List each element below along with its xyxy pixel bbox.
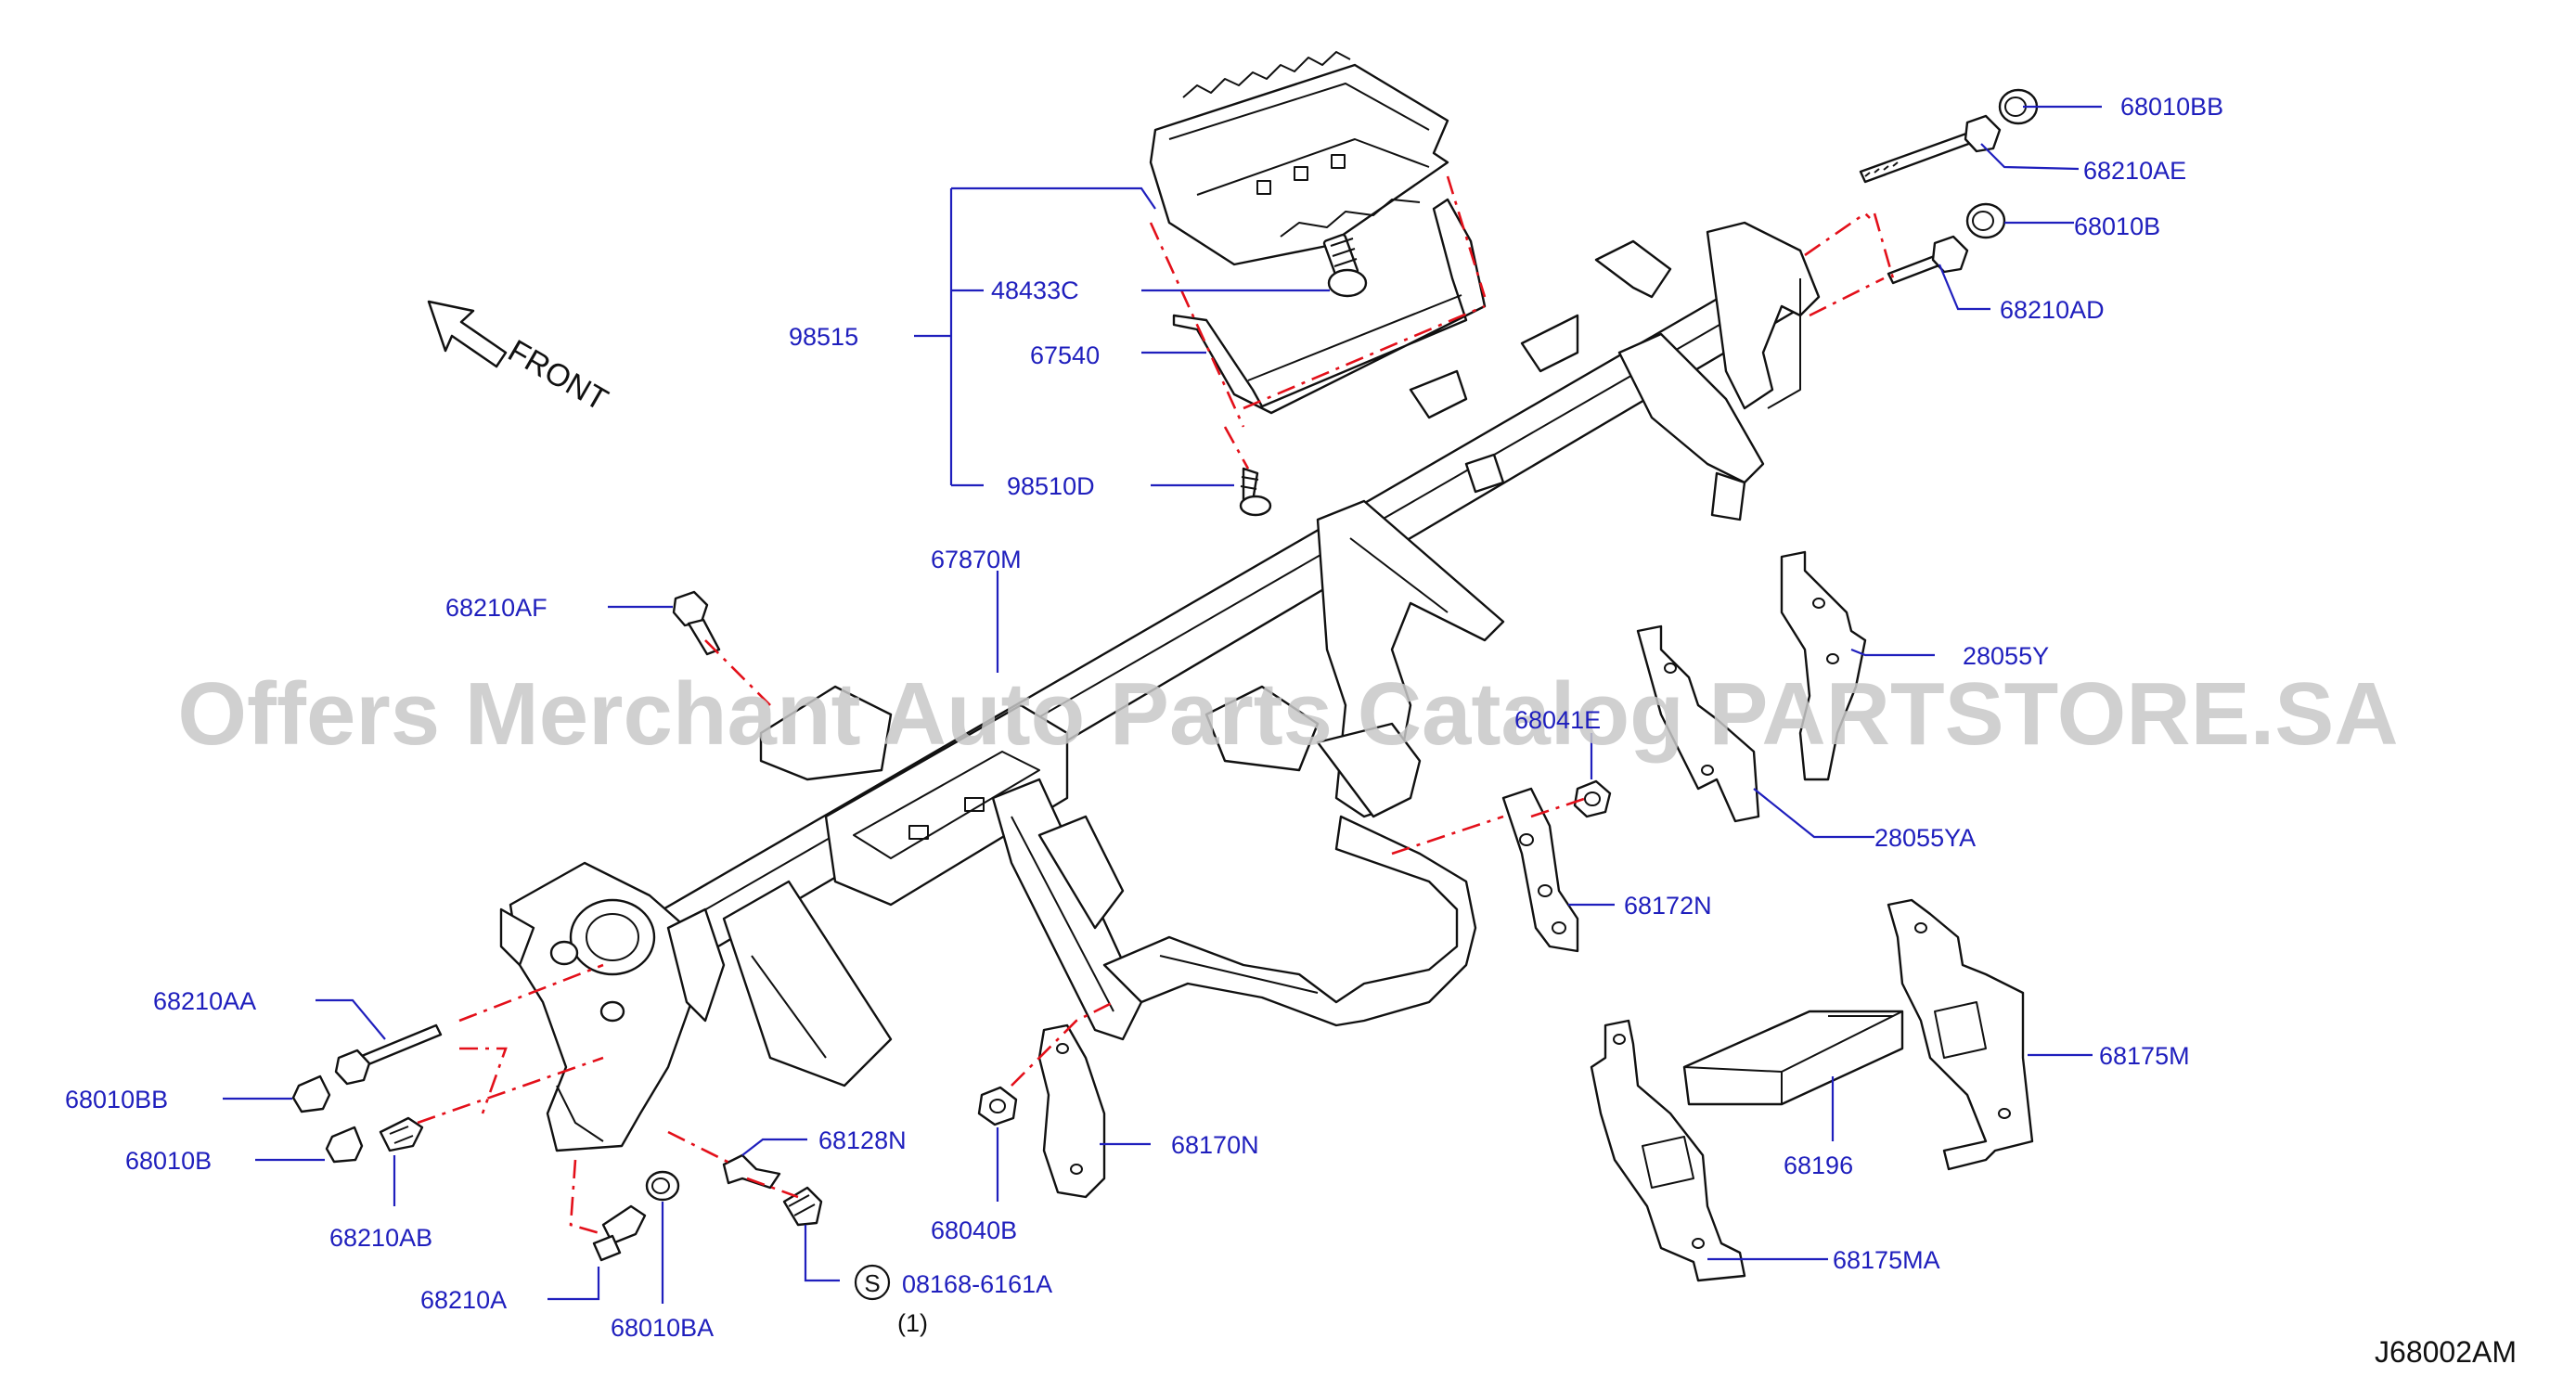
bolt-68210a: [592, 1204, 647, 1262]
bolt-68210ad: [1887, 235, 1969, 285]
airbag-module: [1149, 51, 1449, 266]
s-symbol-text: S: [864, 1269, 880, 1297]
label-68210a[interactable]: 68210A: [420, 1286, 507, 1314]
label-68196[interactable]: 68196: [1784, 1152, 1853, 1179]
washer-68010bb-top: [1998, 88, 2039, 125]
label-28055ya[interactable]: 28055YA: [1874, 824, 1976, 852]
bracket-68175ma: [1590, 1019, 1746, 1282]
front-arrow: FRONT: [427, 300, 613, 418]
label-68210aa[interactable]: 68210AA: [153, 987, 256, 1015]
washer-68010ba: [645, 1170, 680, 1202]
label-08168-qty: (1): [897, 1309, 928, 1337]
dashed-connectors: [417, 175, 1895, 1236]
label-68010bb-top[interactable]: 68010BB: [2120, 93, 2223, 121]
label-68010ba[interactable]: 68010BA: [611, 1314, 714, 1342]
label-68170n[interactable]: 68170N: [1171, 1131, 1259, 1159]
screw-98510d: [1239, 467, 1272, 517]
label-68175ma[interactable]: 68175MA: [1833, 1246, 1940, 1274]
line-art: [291, 51, 2039, 1282]
bolt-08168-6161a: [782, 1186, 823, 1227]
watermark: Offers Merchant Auto Parts Catalog PARTS…: [177, 664, 2398, 764]
bolt-68210af: [672, 590, 721, 656]
bracket-68170n: [1037, 1023, 1106, 1199]
label-68128n[interactable]: 68128N: [818, 1126, 907, 1154]
bolt-48433c: [1322, 233, 1368, 298]
label-68175m[interactable]: 68175M: [2099, 1042, 2190, 1070]
label-98515[interactable]: 98515: [789, 323, 858, 351]
label-28055y[interactable]: 28055Y: [1963, 642, 2049, 670]
label-68041e[interactable]: 68041E: [1514, 706, 1601, 734]
bracket-67540: [1172, 198, 1487, 415]
front-arrow-icon: [427, 300, 508, 368]
bolt-68210aa: [334, 1023, 443, 1086]
bracket-68172n: [1501, 787, 1579, 953]
washer-68010b-left: [325, 1126, 364, 1164]
label-08168-6161a[interactable]: 08168-6161A: [902, 1270, 1052, 1298]
clip-68128n: [722, 1153, 781, 1190]
part-labels: 68010BB 68210AE 68010B 68210AD 98515 484…: [65, 93, 2223, 1342]
bolt-68210ae: [1859, 114, 2002, 184]
washer-68010b-top: [1965, 202, 2006, 239]
label-48433c[interactable]: 48433C: [991, 277, 1079, 304]
label-68210ab[interactable]: 68210AB: [329, 1224, 432, 1252]
label-68210ad[interactable]: 68210AD: [2000, 296, 2105, 324]
label-68210ae[interactable]: 68210AE: [2083, 157, 2186, 185]
tray-68196: [1682, 1010, 1904, 1106]
steering-member-67870m: [499, 221, 1821, 1152]
label-68210af[interactable]: 68210AF: [445, 594, 547, 622]
label-68172n[interactable]: 68172N: [1624, 892, 1712, 920]
label-68010b-left[interactable]: 68010B: [125, 1147, 212, 1175]
nut-68040b: [977, 1086, 1018, 1126]
label-68010b-top[interactable]: 68010B: [2074, 212, 2160, 240]
nut-68041e: [1573, 779, 1612, 818]
front-label: FRONT: [502, 333, 613, 418]
bracket-28055ya: [1636, 624, 1760, 823]
label-68040b[interactable]: 68040B: [931, 1216, 1017, 1244]
bracket-28055y: [1780, 550, 1867, 781]
s-symbol-circle-icon: [854, 1264, 891, 1301]
bracket-68175m: [1887, 898, 2034, 1171]
label-67870m[interactable]: 67870M: [931, 546, 1022, 573]
label-68010bb-left[interactable]: 68010BB: [65, 1086, 168, 1113]
leader-lines: [223, 105, 2102, 1304]
s-symbol: S: [854, 1264, 891, 1301]
label-98510d[interactable]: 98510D: [1007, 472, 1095, 500]
bolt-68210ab: [379, 1116, 424, 1152]
label-67540[interactable]: 67540: [1030, 341, 1100, 369]
washer-68010bb-left: [291, 1075, 331, 1113]
diagram-code: J68002AM: [2375, 1335, 2517, 1369]
